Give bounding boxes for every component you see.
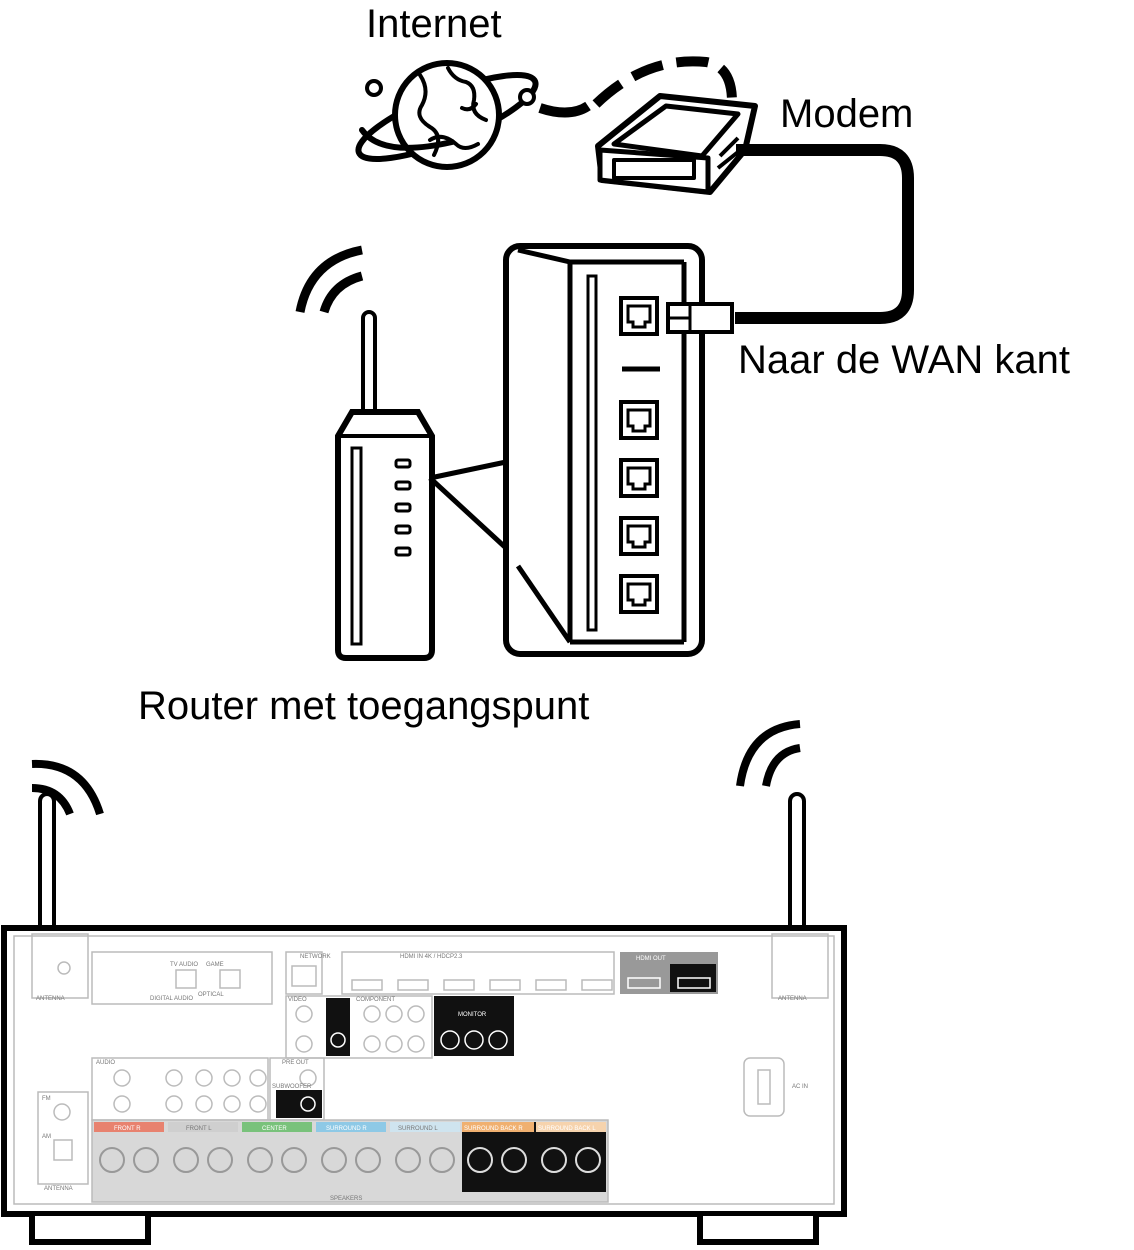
monitor-label: MONITOR [458, 1012, 487, 1018]
bt-antenna-label-right: ANTENNA [778, 996, 807, 1002]
modem-label: Modem [780, 92, 914, 136]
optical-tv-label: TV AUDIO [170, 962, 198, 968]
ac-in-label: AC IN [792, 1084, 808, 1090]
speaker-surround-r-label: SURROUND R [326, 1126, 367, 1132]
optical-game-label: GAME [206, 962, 224, 968]
lan-port-icon [619, 574, 659, 614]
fm-label: FM [42, 1096, 51, 1102]
globe-icon [355, 60, 539, 170]
pre-out-label: PRE OUT [282, 1060, 309, 1066]
wifi-icon [31, 720, 801, 816]
wan-side-label: Naar de WAN kant [738, 338, 1070, 382]
video-label: VIDEO [288, 997, 307, 1003]
lan-port-icon [619, 458, 659, 498]
bt-antenna-label-left: ANTENNA [36, 996, 65, 1002]
digital-audio-label: DIGITAL AUDIO [150, 996, 193, 1002]
lan-port-icon [619, 400, 659, 440]
ethernet-plug-icon [666, 302, 734, 334]
speaker-surround-back-r-label: SURROUND BACK R [464, 1126, 523, 1132]
router-device [335, 310, 435, 661]
hdmi-header-label: HDMI IN 4K / HDCP2.3 [400, 954, 463, 960]
speakers-label: SPEAKERS [330, 1196, 362, 1202]
antenna-left [38, 792, 56, 936]
wan-port-icon [619, 296, 659, 336]
am-label: AM [42, 1134, 51, 1140]
lan-port-icon [619, 516, 659, 556]
network-label: NETWORK [300, 954, 331, 960]
zoom-callout [428, 459, 508, 550]
antenna-label: ANTENNA [44, 1186, 73, 1192]
antenna-right [788, 792, 806, 936]
speaker-surround-l-label: SURROUND L [398, 1126, 438, 1132]
internet-link [538, 56, 737, 118]
speaker-center-label: CENTER [262, 1126, 287, 1132]
component-label: COMPONENT [356, 997, 395, 1003]
ethernet-ports [619, 296, 659, 614]
optical-label: OPTICAL [198, 992, 224, 998]
speaker-front-l-label: FRONT L [186, 1126, 212, 1132]
speaker-front-r-label: FRONT R [114, 1126, 141, 1132]
av-receiver: NETWORK HDMI IN 4K / HDCP2.3 DIGITAL AUD… [1, 720, 847, 1245]
router-label: Router met toegangspunt [138, 684, 590, 728]
internet-label: Internet [366, 2, 502, 46]
hdmi-out-label: HDMI OUT [636, 956, 666, 962]
audio-label: AUDIO [96, 1060, 115, 1066]
wan-cable [735, 144, 914, 324]
subwoofer-label: SUBWOOFER [272, 1084, 312, 1090]
modem-device [595, 93, 758, 195]
wifi-icon [295, 245, 364, 314]
speaker-surround-back-l-label: SURROUND BACK L [538, 1126, 596, 1132]
